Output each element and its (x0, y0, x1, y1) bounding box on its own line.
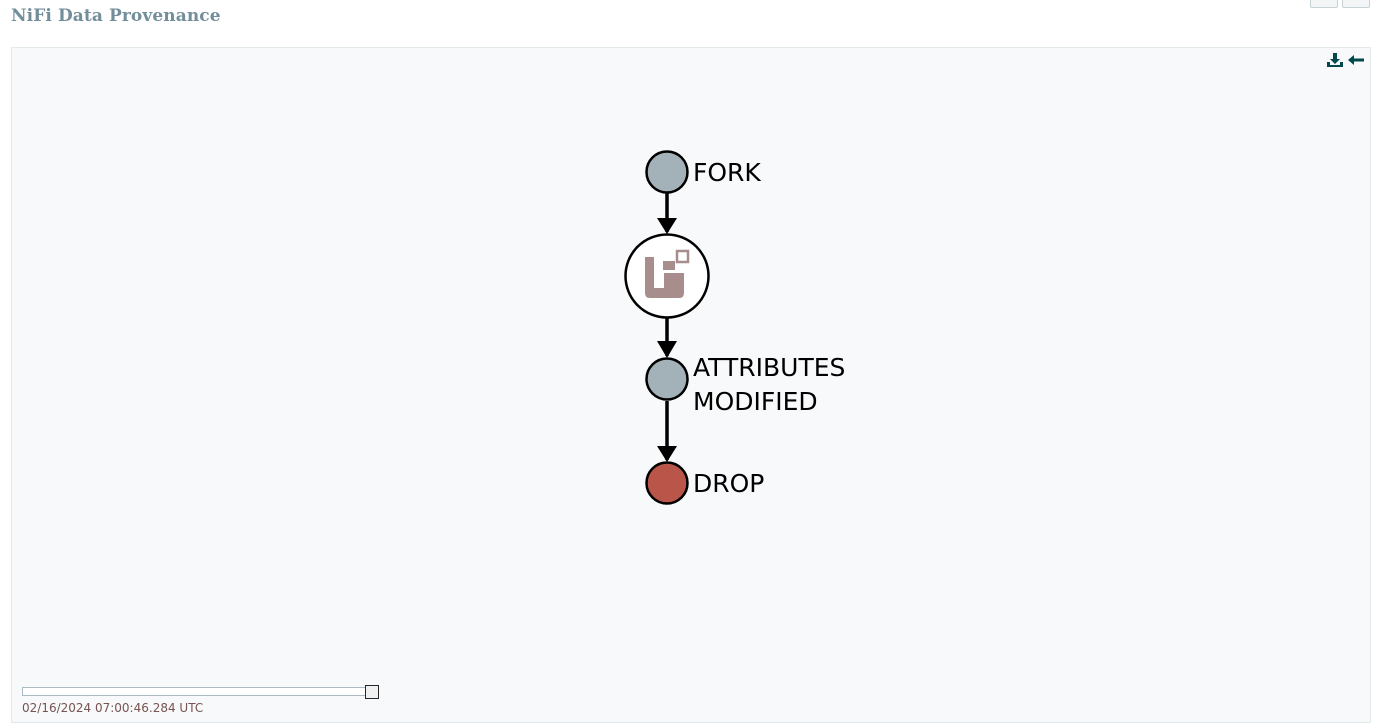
edge-arrow (657, 218, 677, 234)
event-label-attributes: ATTRIBUTES (693, 353, 845, 382)
timeline-slider[interactable] (22, 685, 382, 699)
event-label-drop: DROP (693, 469, 764, 498)
provenance-graph: FORK ATTRIBUTES MODIFIED DROP (624, 150, 846, 505)
download-icon[interactable] (1327, 53, 1343, 67)
top-button-2[interactable] (1342, 0, 1370, 8)
timeline-track[interactable] (22, 687, 374, 696)
event-label-fork: FORK (693, 158, 761, 187)
event-node-drop[interactable]: DROP (645, 461, 765, 505)
top-button-1[interactable] (1310, 0, 1338, 8)
timeline-handle[interactable] (365, 685, 379, 699)
event-node-attributes-modified[interactable]: ATTRIBUTES MODIFIED (645, 353, 846, 416)
event-label-modified: MODIFIED (693, 387, 818, 416)
graph-toolbar (1327, 53, 1364, 67)
edge-arrow (657, 341, 677, 358)
timeline-timestamp: 02/16/2024 07:00:46.284 UTC (22, 701, 204, 715)
edge-arrow (657, 446, 677, 462)
provenance-graph-panel: FORK ATTRIBUTES MODIFIED DROP 02/16/2024… (11, 47, 1371, 723)
event-node-fork[interactable]: FORK (645, 150, 762, 194)
page-title: NiFi Data Provenance (11, 6, 221, 26)
arrow-left-icon[interactable] (1348, 54, 1364, 66)
flowfile-icon (645, 249, 690, 298)
flowfile-node[interactable] (624, 233, 710, 319)
